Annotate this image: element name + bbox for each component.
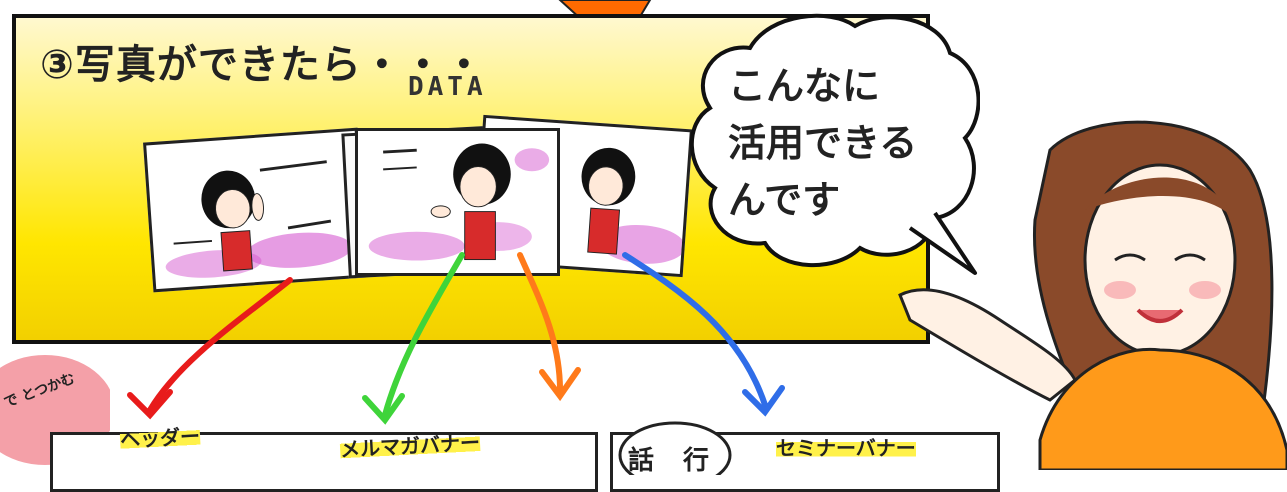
panel-title: ③写真ができたら・・・ [40, 42, 485, 88]
photo-illustration-3 [581, 147, 686, 264]
photo-card-1 [143, 127, 368, 293]
photo-illustration-1 [165, 160, 352, 278]
photo-card-3 [473, 114, 693, 278]
talk-bubble-icon [618, 421, 732, 475]
header-label: ヘッダー [119, 419, 201, 454]
photo-illustration-2 [368, 143, 550, 261]
speech-bubble-icon [689, 13, 980, 275]
talk-label: 話 行 [628, 446, 720, 476]
data-label: DATA [408, 72, 487, 102]
speech-bubble-text: こんなに 活用できる んです [728, 64, 918, 222]
arrows-layer [127, 252, 785, 425]
red-arrow-icon [127, 277, 293, 420]
seminar-banner-label: セミナーバナー [776, 432, 916, 461]
green-arrow-icon [362, 252, 465, 425]
woman-illustration [898, 120, 1287, 470]
photo-card-2 [355, 128, 560, 276]
orange-arrow-icon [517, 252, 581, 402]
blue-arrow-icon [622, 252, 785, 417]
